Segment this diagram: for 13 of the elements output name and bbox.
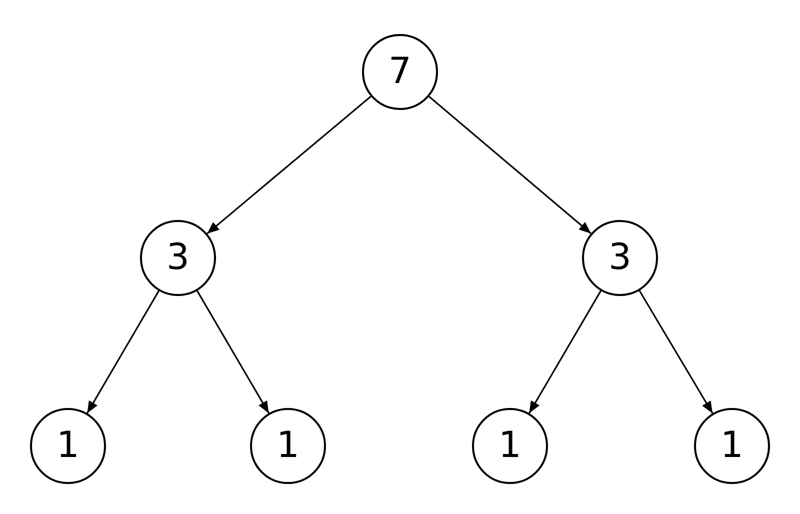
node-value: 3	[608, 240, 632, 276]
node-value: 1	[276, 428, 300, 464]
arrow	[196, 290, 270, 414]
node-value: 7	[388, 54, 412, 90]
arrow	[86, 290, 160, 414]
arrow	[528, 290, 602, 414]
arrow	[206, 96, 372, 234]
node-value: 3	[166, 240, 190, 276]
arrow	[638, 290, 714, 414]
node-value: 1	[56, 428, 80, 464]
node-value: 1	[498, 428, 522, 464]
arrow	[428, 96, 592, 234]
node-value: 1	[720, 428, 744, 464]
